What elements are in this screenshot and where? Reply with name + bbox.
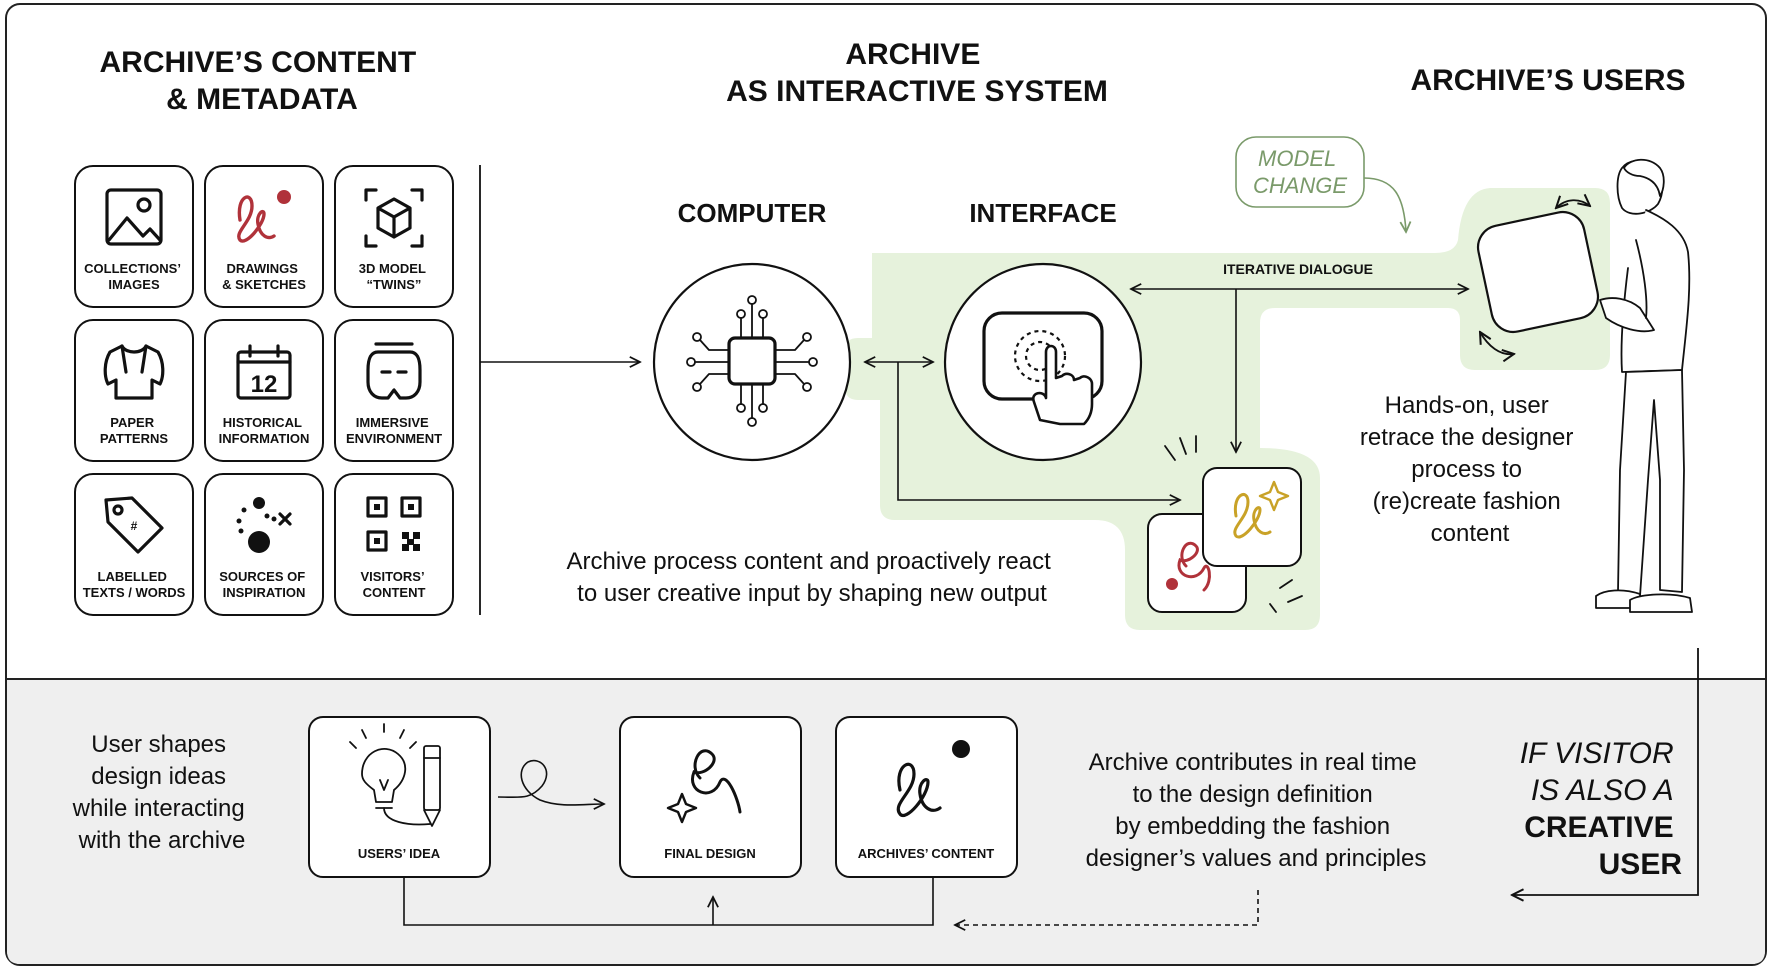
output-cards — [1147, 435, 1303, 613]
dots-icon — [236, 497, 292, 553]
computer-node — [652, 262, 852, 462]
contribution-text: Archive contributes in real time to the … — [1086, 749, 1427, 872]
content-title: ARCHIVE’S CONTENT & METADATA — [99, 46, 424, 116]
design-scribble-icon — [666, 749, 742, 824]
tile-sources-of-inspiration: SOURCES OF INSPIRATION — [204, 473, 324, 616]
archives-content-label: ARCHIVES’ CONTENT — [858, 846, 995, 861]
visitor-return-arrow — [1512, 648, 1699, 895]
touch-screen-icon — [982, 311, 1104, 426]
model-change-note: MODEL CHANGE — [1235, 136, 1406, 232]
tile-collections-images: COLLECTIONS’ IMAGES — [74, 165, 194, 308]
tile-paper-patterns: PAPER PATTERNS — [74, 319, 194, 462]
idea-to-design-arrow — [497, 759, 604, 805]
user-figure — [1476, 158, 1693, 613]
users-title: ARCHIVE’S USERS — [1410, 64, 1685, 97]
tile-label: HISTORICAL INFORMATION — [219, 415, 310, 446]
svg-text:MODEL CHANGE: MODEL CHANGE — [1253, 146, 1347, 198]
model-change-arrow — [1363, 177, 1406, 232]
interface-node — [943, 262, 1143, 462]
calendar-day: 12 — [251, 371, 278, 398]
tile-label: DRAWINGS & SKETCHES — [222, 261, 306, 292]
tile-label: 3D MODEL “TWINS” — [359, 261, 430, 292]
system-caption: Archive process content and proactively … — [567, 548, 1058, 607]
users-idea-label: USERS’ IDEA — [358, 846, 441, 861]
tile-immersive-environment: IMMERSIVE ENVIRONMENT — [334, 319, 454, 462]
tile-label: SOURCES OF INSPIRATION — [219, 569, 309, 600]
tile-visitors-content: VISITORS’ CONTENT — [334, 473, 454, 616]
computer-label: COMPUTER — [678, 198, 827, 228]
tile-label: COLLECTIONS’ IMAGES — [84, 261, 184, 292]
tile-label: LABELLED TEXTS / WORDS — [83, 569, 186, 600]
tile-label: PAPER PATTERNS — [100, 415, 168, 446]
vr-headset-icon — [366, 342, 422, 400]
iterative-dialogue-label: ITERATIVE DIALOGUE — [1223, 261, 1373, 277]
tag-icon: # — [104, 496, 164, 554]
final-design-box: FINAL DESIGN — [619, 716, 802, 878]
contribution-dashed-arrow — [955, 890, 1259, 925]
idea-pencil-icon — [349, 723, 441, 827]
chip-icon — [686, 295, 818, 427]
qr-icon — [366, 496, 422, 552]
image-icon — [105, 188, 163, 246]
tile-drawings-sketches: DRAWINGS & SKETCHES — [204, 165, 324, 308]
system-title: ARCHIVE AS INTERACTIVE SYSTEM — [726, 38, 1108, 108]
final-design-label: FINAL DESIGN — [664, 846, 756, 861]
content-tile-grid: COLLECTIONS’ IMAGES DRAWINGS & SKETCHES … — [74, 165, 454, 616]
visitor-text: IF VISITOR IS ALSO A CREATIVE USER — [1520, 737, 1683, 881]
garment-icon — [103, 344, 165, 400]
tile-labelled-texts: # LABELLED TEXTS / WORDS — [74, 473, 194, 616]
tag-mark: # — [131, 519, 138, 533]
cube-scan-icon — [364, 188, 424, 248]
users-caption: Hands-on, user retrace the designer proc… — [1360, 392, 1580, 547]
feedback-connector — [403, 877, 934, 926]
interface-label: INTERFACE — [969, 198, 1116, 228]
tile-historical-information: 12 HISTORICAL INFORMATION — [204, 319, 324, 462]
tile-3d-model-twins: 3D MODEL “TWINS” — [334, 165, 454, 308]
scribble-icon — [237, 190, 291, 243]
users-idea-box: USERS’ IDEA — [308, 716, 491, 878]
tile-label: IMMERSIVE ENVIRONMENT — [346, 415, 442, 446]
archives-content-box: ARCHIVES’ CONTENT — [835, 716, 1018, 878]
bottom-left-text: User shapes design ideas while interacti… — [72, 731, 252, 854]
arrow-computer-to-output — [897, 362, 1180, 500]
archive-scribble-icon — [896, 740, 970, 818]
calendar-icon: 12 — [236, 344, 292, 400]
tile-label: VISITORS’ CONTENT — [361, 569, 428, 600]
